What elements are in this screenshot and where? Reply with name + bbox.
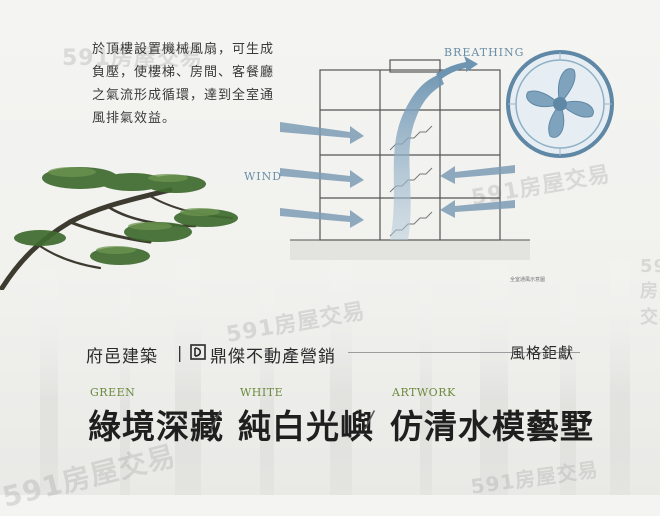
ventilation-fan-icon xyxy=(506,50,614,158)
slash-divider: / xyxy=(366,408,374,433)
breathing-label: BREATHING xyxy=(444,46,525,59)
feature-title-green: 綠境深藏 xyxy=(88,407,224,446)
intro-line: 之氣流形成循環，達到全室通 xyxy=(92,88,275,103)
slash-divider: / xyxy=(212,408,220,433)
feature-tag-white: WHITE xyxy=(240,386,284,399)
ventilation-section-diagram xyxy=(280,56,530,260)
intro-line: 負壓，使樓梯、房間、客餐廳 xyxy=(92,65,275,80)
intro-line: 於頂樓設置機械風扇，可生成 xyxy=(92,42,275,57)
diagram-caption: 全室通風示意圖 xyxy=(510,277,546,283)
brand-tagline: 風格鉅獻 xyxy=(510,344,575,362)
marketer-name: 鼎傑不動產營銷 xyxy=(210,347,336,367)
feature-title-artwork: 仿清水模藝墅 xyxy=(390,407,594,446)
brand-separator: | xyxy=(177,343,183,362)
background-streaks xyxy=(40,240,630,495)
brand-row: 府邑建築 | 鼎傑不動產營銷 風格鉅獻 xyxy=(86,340,586,367)
developer-name: 府邑建築 xyxy=(86,347,158,367)
ding-jie-logo-icon xyxy=(190,344,206,360)
feature-tag-green: GREEN xyxy=(90,386,136,399)
feature-tag-artwork: ARTWORK xyxy=(392,386,456,399)
brand-divider-line xyxy=(348,352,580,353)
intro-line: 風排氣效益。 xyxy=(92,111,177,126)
wind-label: WIND xyxy=(244,170,283,183)
feature-title-white: 純白光嶼 xyxy=(238,407,374,446)
pine-tree-illustration xyxy=(0,167,238,290)
intro-paragraph: 於頂樓設置機械風扇，可生成 負壓，使樓梯、房間、客餐廳 之氣流形成循環，達到全室… xyxy=(92,38,292,130)
